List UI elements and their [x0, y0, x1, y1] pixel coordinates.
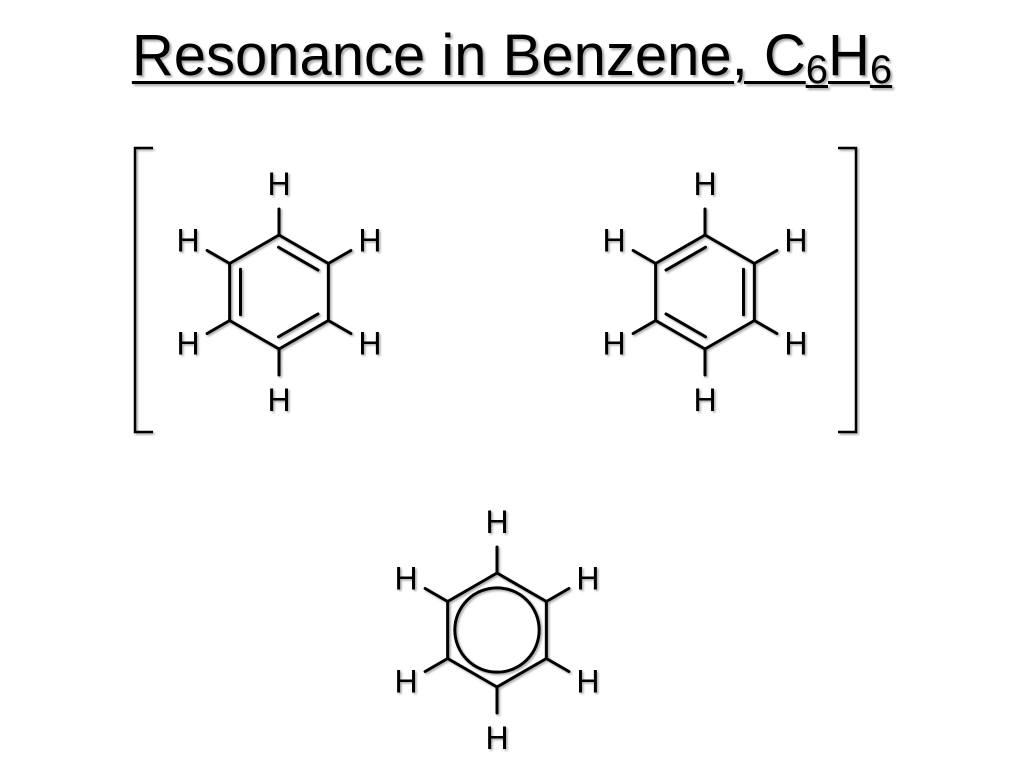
kekule-structure-1: H H H H H H: [176, 166, 381, 418]
hydrogen-label: H: [394, 664, 417, 700]
ch-bond: [423, 587, 450, 603]
kekule-structure-2: H H H H H H: [602, 166, 807, 418]
hydrogen-label: H: [576, 561, 599, 597]
ring-bond: [277, 319, 330, 351]
ring-bond: [654, 319, 707, 351]
ring-bond: [228, 233, 281, 265]
ring-bond: [495, 657, 548, 689]
hydrogen-label: H: [358, 326, 381, 362]
resonance-hybrid: H H H H H H: [394, 504, 599, 756]
hydrogen-label: H: [485, 720, 508, 756]
ch-bond: [752, 249, 779, 265]
ring-bond: [446, 571, 499, 603]
ring-bond: [495, 571, 548, 603]
hydrogen-label: H: [485, 504, 508, 540]
ch-bond: [326, 249, 353, 265]
title-hydrogen: H: [828, 23, 870, 88]
ring-bond: [703, 233, 756, 265]
hydrogen-label: H: [693, 382, 716, 418]
hydrogen-label: H: [693, 166, 716, 202]
ch-bond: [631, 249, 658, 265]
hydrogen-label: H: [267, 382, 290, 418]
hydrogen-label: H: [784, 326, 807, 362]
double-bond: [277, 245, 320, 272]
hydrogen-label: H: [358, 223, 381, 259]
ring-bond: [277, 233, 330, 265]
double-bond: [277, 312, 320, 339]
double-bond: [664, 312, 707, 339]
ch-bond: [205, 319, 232, 335]
title-subscript-carbon: 6: [805, 48, 828, 92]
hydrogen-label: H: [602, 223, 625, 259]
hydrogen-label: H: [267, 166, 290, 202]
right-bracket-icon: [838, 146, 858, 434]
title-main: Resonance in Benzene, C: [131, 23, 806, 88]
double-bond: [664, 245, 707, 272]
hydrogen-label: H: [176, 223, 199, 259]
ring-bond: [446, 657, 499, 689]
hydrogen-label: H: [602, 326, 625, 362]
ch-bond: [326, 319, 353, 335]
ch-bond: [544, 657, 571, 673]
ch-bond: [205, 249, 232, 265]
page-title: Resonance in Benzene, C6H6: [0, 18, 1024, 94]
hydrogen-label: H: [176, 326, 199, 362]
aromatic-circle: [453, 586, 541, 674]
ring-bond: [228, 319, 281, 351]
ch-bond: [631, 319, 658, 335]
ch-bond: [423, 657, 450, 673]
hydrogen-label: H: [394, 561, 417, 597]
ch-bond: [544, 587, 571, 603]
ring-bond: [654, 233, 707, 265]
hydrogen-label: H: [784, 223, 807, 259]
ch-bond: [752, 319, 779, 335]
left-bracket-icon: [133, 146, 153, 434]
title-subscript-hydrogen: 6: [869, 48, 893, 92]
hydrogen-label: H: [576, 664, 599, 700]
ring-bond: [703, 319, 756, 351]
